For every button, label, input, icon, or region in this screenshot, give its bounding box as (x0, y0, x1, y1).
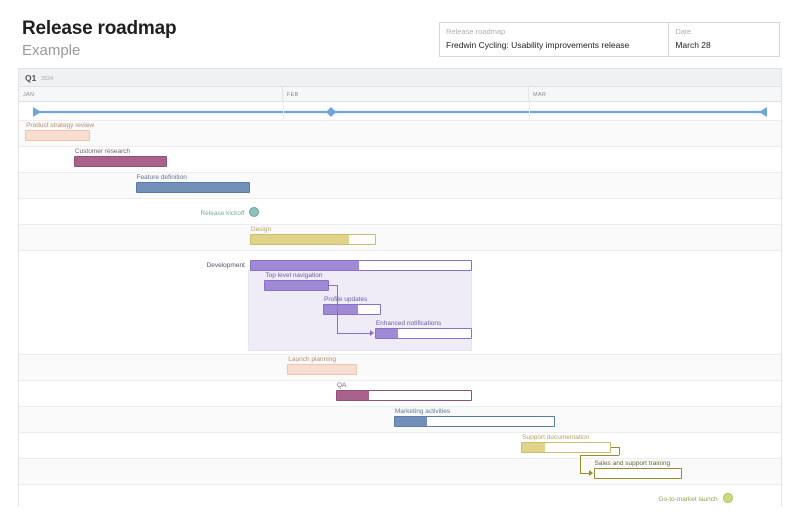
milestone-label: Release kickoff (200, 210, 245, 217)
dependency-arrow (588, 470, 593, 476)
dependency-arrow (369, 330, 374, 336)
gantt-bar-progress (522, 443, 545, 452)
gantt-bar[interactable] (287, 364, 358, 375)
gantt-bar-label: Product strategy review (26, 122, 95, 129)
dependency-connector (579, 455, 620, 456)
project-info-box: Release roadmap Fredwin Cycling: Usabili… (439, 22, 780, 57)
dependency-connector (619, 447, 621, 455)
gantt-bar[interactable] (393, 416, 555, 427)
task-row[interactable] (19, 172, 781, 198)
month-header: JAN FEB MAR (19, 87, 781, 102)
page-title: Release roadmap (22, 18, 177, 39)
info-project-label: Release roadmap (446, 27, 506, 36)
gantt-bar-label: Development (206, 262, 245, 269)
roadmap-chart: Q1 2024 JAN FEB MAR Product strategy revie… (18, 68, 782, 510)
gantt-bar-label: Sales and support training (594, 460, 671, 467)
timeline-arrow (33, 107, 767, 117)
dependency-connector (337, 285, 339, 333)
gantt-bar-progress (250, 261, 359, 270)
gantt-bar[interactable] (323, 304, 381, 315)
gantt-bar-label: Support documentation (522, 434, 590, 441)
gantt-bar-progress (265, 281, 329, 290)
gantt-bar-progress (136, 183, 249, 192)
page-header: Release roadmap Example Release roadmap … (0, 0, 800, 68)
title-block: Release roadmap Example (22, 18, 177, 61)
month-label-feb: FEB (287, 92, 299, 98)
info-date-label: Date (675, 27, 692, 36)
dependency-connector (579, 455, 581, 473)
gantt-bar[interactable] (249, 234, 377, 245)
gantt-bar-progress (394, 417, 427, 426)
gantt-bar-progress (324, 305, 358, 314)
dependency-connector (337, 333, 371, 334)
task-row[interactable] (19, 354, 781, 380)
gantt-bar-label: Marketing activities (394, 408, 451, 415)
gantt-bar[interactable] (335, 390, 473, 401)
gantt-bar-label: Enhanced notifications (375, 320, 442, 327)
task-row[interactable] (19, 484, 781, 510)
quarter-year: 2024 (41, 76, 54, 82)
info-cell-project: Release roadmap Fredwin Cycling: Usabili… (440, 23, 670, 56)
gantt-bar-label: Profile updates (324, 296, 368, 303)
info-cell-date: Date March 28 (669, 23, 779, 56)
task-row[interactable] (19, 198, 781, 224)
task-row[interactable] (19, 120, 781, 146)
gantt-bar[interactable] (264, 280, 330, 291)
gantt-bar-label: Design (250, 226, 272, 233)
timeline-arrow-row (19, 102, 781, 120)
gantt-bar-progress (336, 391, 370, 400)
gantt-bar-label: QA (336, 382, 347, 389)
task-row[interactable] (19, 432, 781, 458)
gantt-bar[interactable] (249, 260, 473, 271)
milestone-marker[interactable] (722, 493, 733, 503)
page-subtitle: Example (22, 42, 81, 59)
month-cell-feb: FEB (283, 87, 529, 102)
gantt-bar[interactable] (73, 156, 167, 167)
gantt-bar[interactable] (593, 468, 682, 479)
milestone-marker[interactable] (249, 207, 260, 217)
gantt-bar-label: Feature definition (136, 174, 187, 181)
gantt-bar-label: Top level navigation (265, 272, 323, 279)
gantt-bar-progress (250, 235, 350, 244)
quarter-header: Q1 2024 (19, 69, 781, 87)
gantt-bar[interactable] (521, 442, 612, 453)
gantt-bar[interactable] (25, 130, 90, 141)
gantt-bar[interactable] (374, 328, 473, 339)
gantt-bar-label: Customer research (74, 148, 131, 155)
month-cell-jan: JAN (19, 87, 283, 102)
month-cell-mar: MAR (529, 87, 781, 102)
month-label-jan: JAN (23, 92, 35, 98)
gantt-bar-label: Launch planning (288, 356, 336, 363)
task-row[interactable] (19, 224, 781, 250)
gantt-bar-progress (375, 329, 398, 338)
dependency-connector (329, 285, 338, 286)
gantt-bar-progress (74, 157, 166, 166)
gantt-bar[interactable] (135, 182, 250, 193)
quarter-label: Q1 (25, 73, 37, 83)
milestone-label: Go-to-market launch (658, 496, 718, 503)
month-label-mar: MAR (533, 92, 547, 98)
info-date-value: March 28 (675, 40, 711, 50)
info-project-value: Fredwin Cycling: Usability improvements … (446, 40, 630, 50)
dependency-connector (579, 473, 590, 474)
dependency-connector (611, 447, 620, 448)
